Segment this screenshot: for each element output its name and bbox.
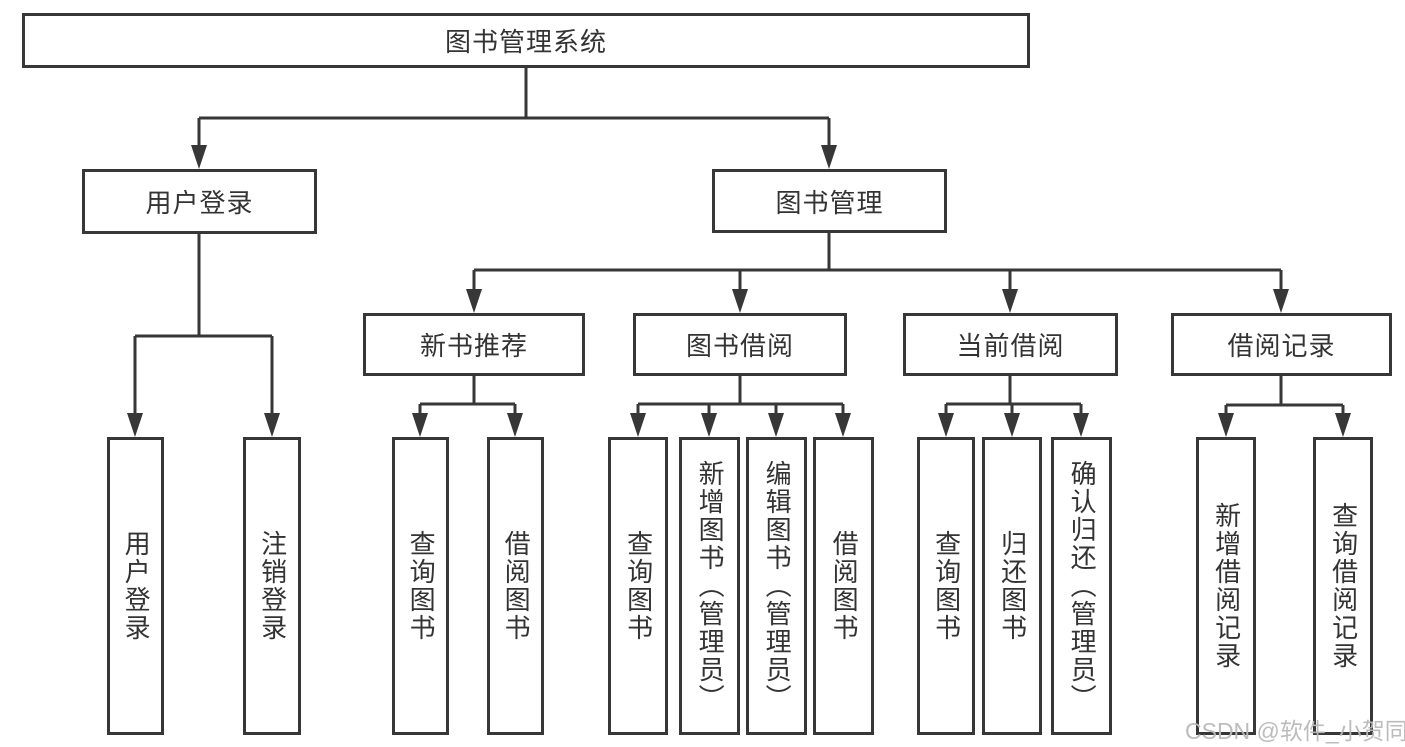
leaf-add-borrow-record: 新增借阅记录 (1196, 437, 1256, 735)
leaf-user-login: 用户登录 (107, 437, 164, 735)
leaf-borrow-books: 借阅图书 (813, 437, 874, 735)
node-book-borrowing: 图书借阅 (633, 313, 847, 376)
leaf-label: 查询图书 (931, 530, 962, 642)
leaf-label: 用户登录 (121, 530, 152, 642)
node-current-borrowing: 当前借阅 (903, 313, 1118, 376)
leaf-label: 新增借阅记录 (1211, 502, 1242, 670)
leaf-edit-books-admin: 编辑图书（管理员） (746, 437, 807, 735)
leaf-query-books-recommend: 查询图书 (392, 437, 449, 735)
leaf-label: 注销登录 (257, 530, 288, 642)
leaf-label: 查询图书 (406, 530, 437, 642)
node-label: 图书管理系统 (444, 27, 607, 57)
node-borrow-records: 借阅记录 (1171, 313, 1392, 376)
node-label: 图书管理 (775, 187, 884, 218)
leaf-confirm-return-admin: 确认归还（管理员） (1051, 437, 1112, 735)
leaf-query-books-borrowing: 查询图书 (608, 437, 668, 735)
node-label: 当前借阅 (956, 331, 1065, 361)
node-root-system: 图书管理系统 (22, 13, 1030, 68)
csdn-watermark: CSDN @软件_小贺同学 (1185, 718, 1405, 744)
node-new-book-recommend: 新书推荐 (363, 313, 585, 376)
leaf-label: 查询图书 (623, 530, 654, 642)
leaf-label: 借阅图书 (501, 530, 532, 642)
node-book-management-branch: 图书管理 (712, 169, 947, 233)
leaf-logout: 注销登录 (243, 437, 301, 735)
leaf-label: 查询借阅记录 (1328, 502, 1359, 670)
node-user-login-branch: 用户登录 (82, 169, 317, 234)
leaf-label: 编辑图书（管理员） (762, 460, 793, 712)
node-label: 图书借阅 (685, 331, 794, 361)
leaf-label: 借阅图书 (829, 530, 860, 642)
leaf-add-books-admin: 新增图书（管理员） (679, 437, 740, 735)
node-label: 用户登录 (145, 188, 254, 218)
leaf-return-books: 归还图书 (982, 437, 1042, 735)
node-label: 新书推荐 (419, 331, 528, 361)
node-label: 借阅记录 (1227, 331, 1336, 361)
leaf-query-books-current: 查询图书 (917, 437, 975, 735)
leaf-borrow-books-recommend: 借阅图书 (487, 437, 544, 735)
leaf-label: 新增图书（管理员） (695, 460, 726, 712)
arrowheads (127, 145, 1351, 437)
leaf-label: 确认归还（管理员） (1067, 460, 1098, 712)
leaf-label: 归还图书 (997, 530, 1028, 642)
leaf-query-borrow-record: 查询借阅记录 (1313, 437, 1373, 735)
